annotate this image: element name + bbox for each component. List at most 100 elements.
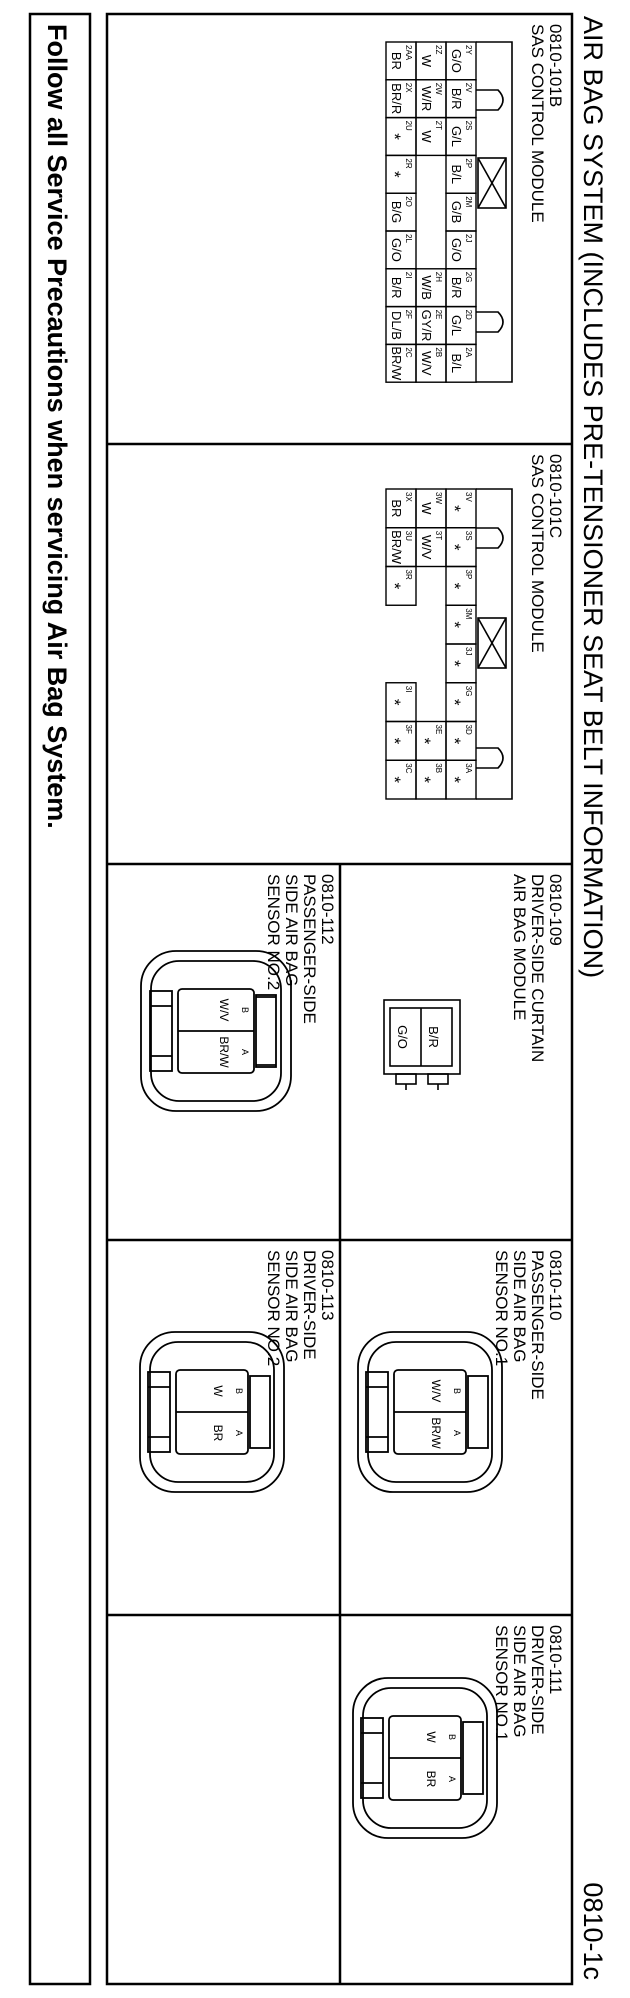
- page-code: 0810-1c: [578, 1882, 608, 1980]
- pin-color: *: [385, 171, 404, 178]
- pin-color: G/O: [449, 238, 464, 262]
- pin-label: 2W: [434, 83, 443, 95]
- pin-color: G/L: [449, 126, 464, 147]
- pin-color: BR: [389, 52, 404, 70]
- pin-color: *: [445, 776, 464, 783]
- pin-color: W/V: [419, 351, 434, 376]
- pin-color: *: [385, 699, 404, 706]
- pin-label: 2C: [404, 347, 413, 357]
- connector-name-line: SIDE AIR BAG: [282, 874, 301, 986]
- pin-label: 3X: [404, 492, 413, 502]
- pin-cell: [385, 565, 417, 606]
- connector-code: 0810-109: [546, 874, 565, 946]
- pin-label: 3M: [464, 608, 473, 619]
- pin-label: 2AA: [404, 45, 413, 61]
- pin-color: G/B: [449, 201, 464, 223]
- connector-name-line: SENSOR NO.1: [492, 1250, 511, 1366]
- pin-label: 2G: [464, 272, 473, 283]
- pin-label: 2V: [464, 83, 473, 93]
- pin-label: 2I: [404, 272, 413, 279]
- pin-label: 2P: [464, 158, 473, 168]
- connector-housing: [476, 41, 513, 383]
- pin-color: BR: [211, 1425, 225, 1442]
- pin-label: 2X: [404, 83, 413, 93]
- pin-label: 2S: [464, 121, 473, 131]
- pin-color: B/L: [449, 165, 464, 185]
- connector-0810-112: 0810-112 PASSENGER-SIDE SIDE AIR BAG SEN…: [140, 874, 337, 1112]
- connector-name-line: SIDE AIR BAG: [282, 1250, 301, 1362]
- pin-label: B: [447, 1734, 457, 1740]
- connector-name-line: PASSENGER-SIDE: [300, 874, 319, 1024]
- pin-color: *: [445, 738, 464, 745]
- connector-name: SAS CONTROL MODULE: [528, 454, 547, 653]
- connector-name-line: DRIVER-SIDE CURTAIN: [528, 874, 547, 1062]
- pin-label: 2R: [404, 158, 413, 168]
- connector-code: 0810-111: [546, 1625, 565, 1694]
- pin-color: B/L: [449, 354, 464, 374]
- pin-color: B/R: [426, 1026, 441, 1048]
- pin-label: 3C: [404, 763, 413, 773]
- pin-label: 2A: [464, 347, 473, 357]
- connector-code: 0810-112: [318, 874, 337, 945]
- pin-label: 2D: [464, 310, 473, 320]
- pin-label: 2Z: [434, 45, 443, 54]
- pin-label: A: [452, 1430, 462, 1436]
- pin-color: W: [211, 1385, 225, 1397]
- sensor-connector: B W/V A BR/W: [357, 1331, 503, 1493]
- pin-label: 2J: [464, 234, 473, 242]
- pin-color: W/V: [429, 1380, 443, 1403]
- pin-color: *: [385, 738, 404, 745]
- pin-color: *: [445, 699, 464, 706]
- page-title: AIR BAG SYSTEM (INCLUDES PRE-TENSIONER S…: [578, 16, 608, 978]
- connector-name-line: SENSOR NO.2: [264, 1250, 283, 1366]
- pin-cell: [385, 759, 417, 800]
- pin-label: 3B: [434, 763, 443, 773]
- connector-code: 0810-110: [546, 1250, 565, 1321]
- pin-label: 2Y: [464, 45, 473, 55]
- pin-label: 2L: [404, 234, 413, 243]
- connector-housing: [383, 999, 461, 1090]
- pin-color: BR/R: [389, 83, 404, 114]
- pin-color: *: [385, 583, 404, 590]
- pin-label: B: [452, 1388, 462, 1394]
- pin-color: BR/W: [217, 1036, 231, 1068]
- pin-color: B/R: [389, 277, 404, 299]
- footer-box: [28, 12, 92, 1986]
- pin-color: *: [445, 583, 464, 590]
- pin-label: 3J: [464, 647, 473, 655]
- pin-color: W/V: [419, 535, 434, 560]
- pin-color: BR/W: [389, 346, 404, 381]
- connector-0810-113: 0810-113 DRIVER-SIDE SIDE AIR BAG SENSOR…: [139, 1250, 337, 1493]
- pin-color: BR: [389, 499, 404, 517]
- pin-label: 2F: [404, 310, 413, 319]
- pin-label: B: [240, 1007, 250, 1013]
- pin-color: G/L: [449, 315, 464, 336]
- pin-color: W/V: [217, 999, 231, 1022]
- pin-label: 2O: [404, 196, 413, 207]
- pin-color: G/O: [449, 49, 464, 73]
- pin-label: 3I: [404, 686, 413, 693]
- pin-grid: 3V*3S*3P*3M*3J*3G*3D*3A*3WW3TW/V3E*3B*3X…: [385, 488, 477, 800]
- pin-color: *: [385, 776, 404, 783]
- pin-label: 3D: [464, 725, 473, 735]
- pin-grid: 2YG/O2VB/R2SG/L2PB/L2MG/B2JG/O2GB/R2DG/L…: [385, 41, 477, 383]
- connector-name-line: SENSOR NO.1: [492, 1625, 511, 1741]
- connector-0810-101c: 0810-101C SAS CONTROL MODULE 3V*3S*3P*3M…: [385, 454, 565, 800]
- pin-color: W: [419, 130, 434, 143]
- connector-0810-101b: 0810-101B SAS CONTROL MODULE 2YG/O2VB/R2…: [385, 24, 565, 383]
- pin-color: B/R: [449, 88, 464, 110]
- pin-color: *: [385, 133, 404, 140]
- pin-color: DL/B: [389, 311, 404, 340]
- pin-color: G/O: [389, 238, 404, 262]
- pin-cell: [385, 343, 417, 383]
- pin-label: 3A: [464, 763, 473, 773]
- pin-color: BR/W: [389, 530, 404, 565]
- pin-label: 3W: [434, 492, 443, 504]
- pin-color: B/R: [449, 277, 464, 299]
- pin-color: W/R: [419, 86, 434, 111]
- pin-color: *: [415, 776, 434, 783]
- pin-color: W: [424, 1731, 438, 1743]
- sensor-connector: B W/V A BR/W: [140, 950, 292, 1112]
- pin-label: 3P: [464, 570, 473, 580]
